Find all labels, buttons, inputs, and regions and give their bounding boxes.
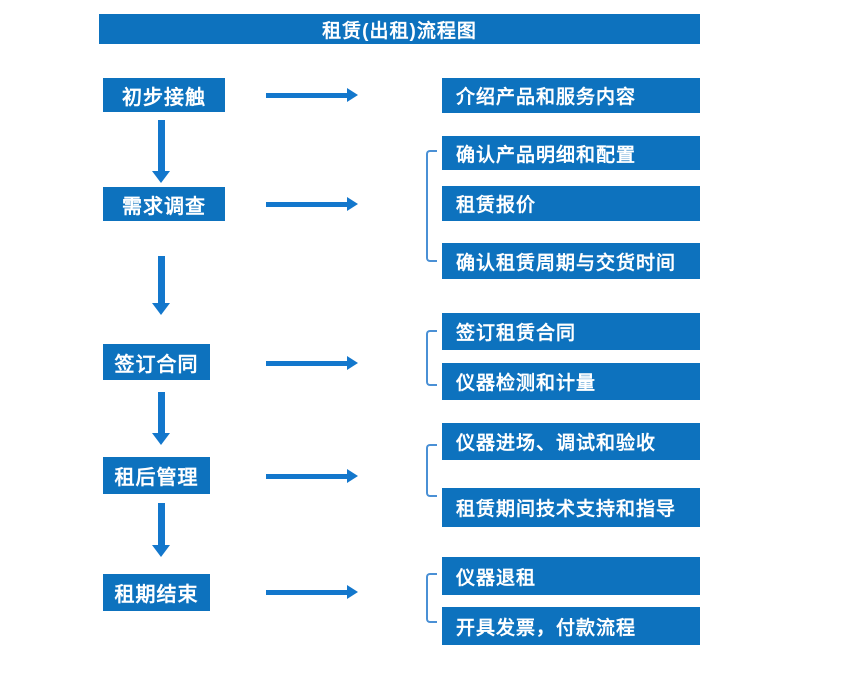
stage-box-sign-contract: 签订合同 xyxy=(103,344,210,380)
down-arrow-icon xyxy=(152,256,170,315)
right-arrow-icon xyxy=(266,585,358,599)
stage-box-rental-end: 租期结束 xyxy=(103,574,210,611)
down-arrow-icon xyxy=(152,503,170,557)
output-box: 介绍产品和服务内容 xyxy=(442,78,700,113)
output-box: 仪器进场、调试和验收 xyxy=(442,423,700,460)
group-bracket xyxy=(426,150,437,262)
output-box: 确认产品明细和配置 xyxy=(442,136,700,170)
down-arrow-icon xyxy=(152,392,170,445)
right-arrow-icon xyxy=(266,356,358,370)
group-bracket xyxy=(426,330,437,386)
flowchart-title: 租赁(出租)流程图 xyxy=(99,14,700,44)
right-arrow-icon xyxy=(266,469,358,483)
down-arrow-icon xyxy=(152,120,170,183)
output-box: 仪器退租 xyxy=(442,557,700,595)
group-bracket xyxy=(426,573,437,623)
output-box: 开具发票，付款流程 xyxy=(442,607,700,645)
stage-box-demand-survey: 需求调查 xyxy=(103,187,225,221)
output-box: 租赁报价 xyxy=(442,186,700,221)
right-arrow-icon xyxy=(266,197,358,211)
output-box: 签订租赁合同 xyxy=(442,313,700,350)
stage-box-post-rental-management: 租后管理 xyxy=(103,457,210,494)
stage-box-initial-contact: 初步接触 xyxy=(103,78,225,112)
output-box: 租赁期间技术支持和指导 xyxy=(442,488,700,527)
group-bracket xyxy=(426,444,437,497)
right-arrow-icon xyxy=(266,88,358,102)
output-box: 确认租赁周期与交货时间 xyxy=(442,243,700,279)
output-box: 仪器检测和计量 xyxy=(442,363,700,400)
